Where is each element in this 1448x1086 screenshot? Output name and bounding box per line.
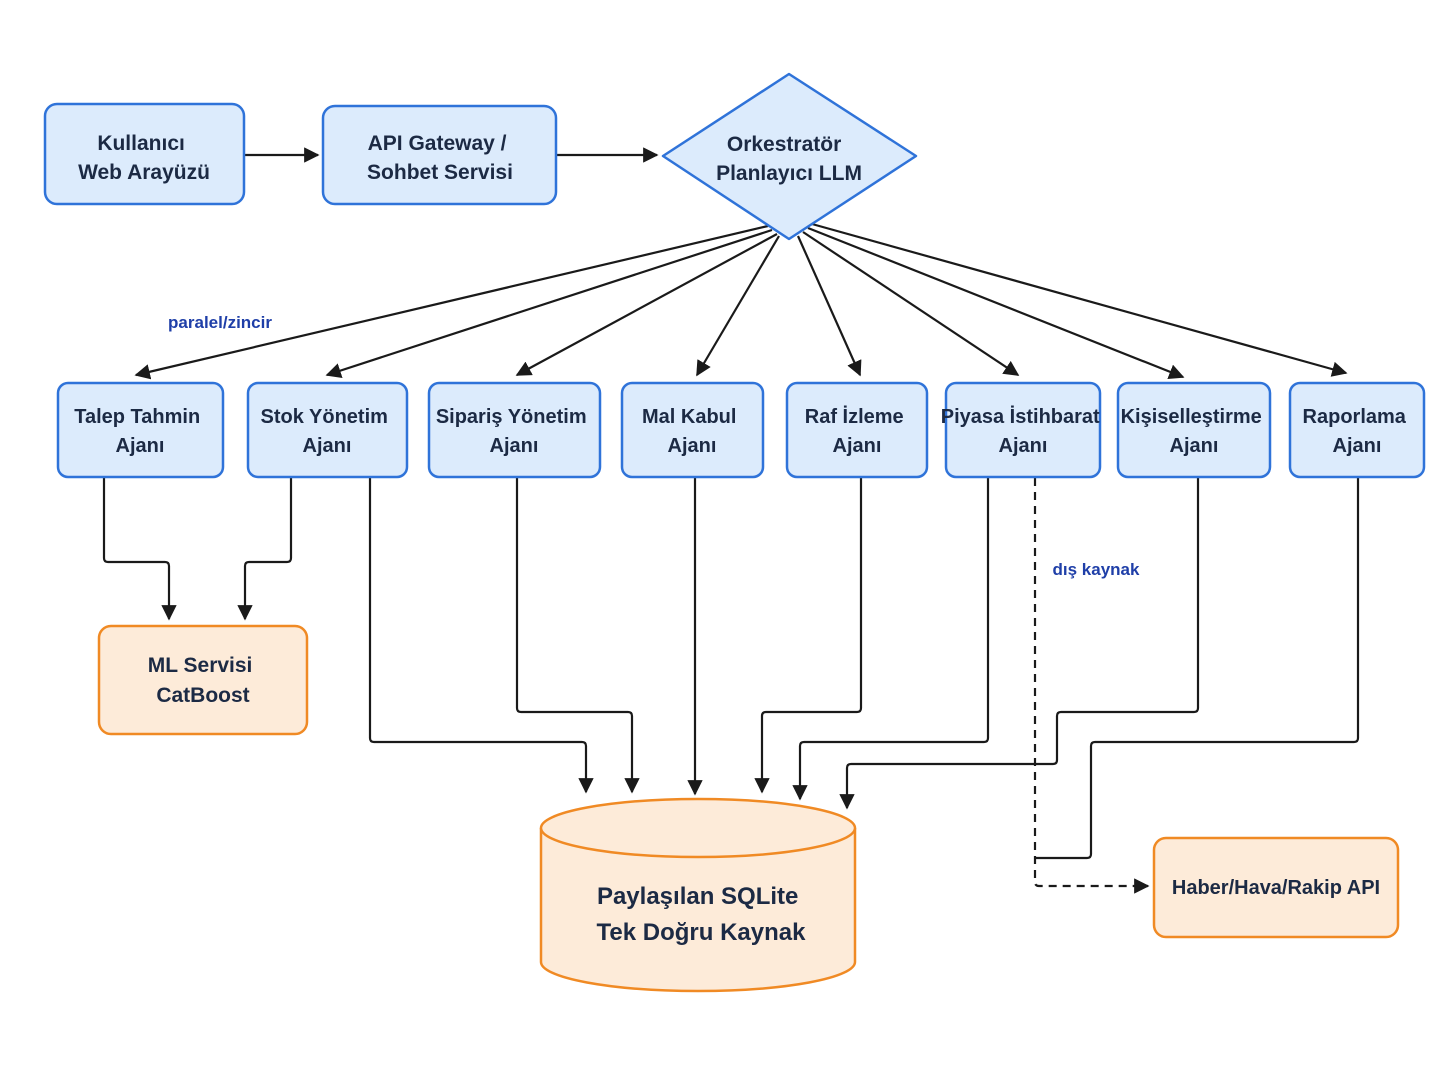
edges: [102, 147, 1360, 894]
svg-text:Talep Tahmin Ajanı: Talep Tahmin Ajanı: [74, 406, 206, 457]
node-user-ui[interactable]: Kullanıcı Web Arayüzü: [43, 102, 246, 206]
node-agent-stock[interactable]: Stok Yönetim Ajanı: [246, 381, 409, 479]
node-orchestrator-line-2: Planlayıcı LLM: [716, 162, 862, 185]
svg-text:Mal Kabul Ajanı: Mal Kabul Ajanı: [642, 406, 742, 457]
node-agent-order[interactable]: Sipariş Yönetim Ajanı: [427, 381, 602, 479]
node-agent-shelf-line-1: Raf İzleme: [805, 405, 904, 428]
node-api-gateway[interactable]: API Gateway / Sohbet Servisi: [321, 104, 558, 206]
node-agent-stock-line-2: Ajanı: [303, 435, 352, 457]
node-agent-market-line-2: Ajanı: [999, 435, 1048, 457]
label-parallel-chain: paralel/zincir: [168, 313, 272, 332]
node-sqlite-database[interactable]: Paylaşılan SQLite Tek Doğru Kaynak: [539, 797, 857, 993]
node-agent-shelf[interactable]: Raf İzleme Ajanı: [785, 381, 929, 479]
node-agent-shelf-line-2: Ajanı: [833, 435, 882, 457]
edge-orch-to-personal: [807, 226, 1185, 380]
node-agent-order-line-2: Ajanı: [490, 435, 539, 457]
edge-stock-to-ml: [237, 478, 293, 621]
node-api-gateway-line-1: API Gateway /: [368, 132, 507, 155]
node-agent-market-line-1: Piyasa İstihbarat: [941, 405, 1100, 428]
edge-orch-to-stock: [325, 228, 773, 379]
edge-order-to-db: [515, 478, 640, 794]
node-agent-personal-line-2: Ajanı: [1170, 435, 1219, 457]
edge-market-to-external: [1033, 478, 1150, 894]
node-api-gateway-line-2: Sohbet Servisi: [367, 161, 513, 184]
label-external-source: dış kaynak: [1053, 560, 1140, 579]
svg-text:Raporlama Ajanı: Raporlama Ajanı: [1303, 406, 1412, 457]
svg-text:ML Servisi CatBoost: ML Servisi CatBoost: [148, 654, 259, 707]
svg-text:API Gateway / Sohbet Ser: API Gateway / Sohbet Servisi: [367, 132, 513, 184]
svg-text:Kişiselleştirme Ajanı: Kişiselleştirme Ajanı: [1121, 406, 1268, 457]
edge-orch-to-report: [811, 222, 1348, 377]
node-sqlite-line-1: Paylaşılan SQLite: [597, 883, 798, 910]
node-agent-market[interactable]: Piyasa İstihbarat Ajanı: [941, 381, 1106, 479]
node-agent-receiving-line-2: Ajanı: [668, 435, 717, 457]
svg-text:Sipariş Yönetim Ajanı: Sipariş Yönetim Ajanı: [436, 406, 592, 457]
node-agent-receiving-line-1: Mal Kabul: [642, 406, 736, 428]
node-agent-personal[interactable]: Kişiselleştirme Ajanı: [1116, 381, 1272, 479]
node-agent-order-line-1: Sipariş Yönetim: [436, 406, 587, 428]
node-orchestrator-line-1: Orkestratör: [727, 133, 841, 156]
node-user-ui-line-1: Kullanıcı: [97, 132, 185, 155]
edge-market-to-db: [792, 478, 990, 801]
node-external-api-line-1: Haber/Hava/Rakip API: [1172, 877, 1380, 899]
svg-text:Raf İzleme Ajanı: Raf İzleme Ajanı: [805, 405, 910, 457]
node-ml-service[interactable]: ML Servisi CatBoost: [97, 624, 309, 736]
edge-stock-to-db: [368, 478, 594, 794]
node-agent-demand-line-2: Ajanı: [116, 435, 165, 457]
node-ml-service-line-1: ML Servisi: [148, 654, 253, 677]
svg-text:Orkestratör Planlayıcı L: Orkestratör Planlayıcı LLM: [716, 133, 862, 185]
svg-text:Kullanıcı Web Arayüzü: Kullanıcı Web Arayüzü: [78, 132, 210, 184]
node-agent-receiving[interactable]: Mal Kabul Ajanı: [620, 381, 765, 479]
edge-shelf-to-db: [754, 478, 863, 794]
edge-demand-to-ml: [102, 478, 177, 621]
edge-orch-to-order: [515, 233, 778, 376]
node-external-api[interactable]: Haber/Hava/Rakip API: [1152, 836, 1400, 939]
svg-text:Piyasa İstihbarat Ajanı: Piyasa İstihbarat Ajanı: [941, 405, 1106, 457]
node-sqlite-line-2: Tek Doğru Kaynak: [597, 919, 807, 946]
node-agent-report[interactable]: Raporlama Ajanı: [1288, 381, 1426, 479]
edge-orch-to-receiving: [696, 235, 780, 377]
svg-text:Stok Yönetim Ajanı: Stok Yönetim Ajanı: [261, 406, 394, 457]
node-agent-demand[interactable]: Talep Tahmin Ajanı: [56, 381, 225, 479]
edge-orch-to-shelf: [796, 235, 862, 377]
svg-text:Haber/Hava/Rakip API: Haber/Hava/Rakip API: [1172, 877, 1380, 899]
node-user-ui-line-2: Web Arayüzü: [78, 161, 210, 184]
node-agent-report-line-2: Ajanı: [1333, 435, 1382, 457]
node-agent-report-line-1: Raporlama: [1303, 406, 1407, 428]
edge-orch-to-demand: [134, 224, 769, 380]
node-agent-personal-line-1: Kişiselleştirme: [1121, 406, 1262, 428]
svg-text:Paylaşılan SQLite Tek Do: Paylaşılan SQLite Tek Doğru Kaynak: [597, 883, 807, 946]
edge-orch-to-market: [802, 231, 1020, 376]
edge-report-to-db: [1036, 478, 1360, 860]
node-ml-service-line-2: CatBoost: [156, 684, 249, 707]
node-agent-stock-line-1: Stok Yönetim: [261, 406, 388, 428]
node-agent-demand-line-1: Talep Tahmin: [74, 406, 200, 428]
edge-personal-to-db: [839, 478, 1200, 810]
node-orchestrator[interactable]: Orkestratör Planlayıcı LLM: [661, 72, 918, 241]
